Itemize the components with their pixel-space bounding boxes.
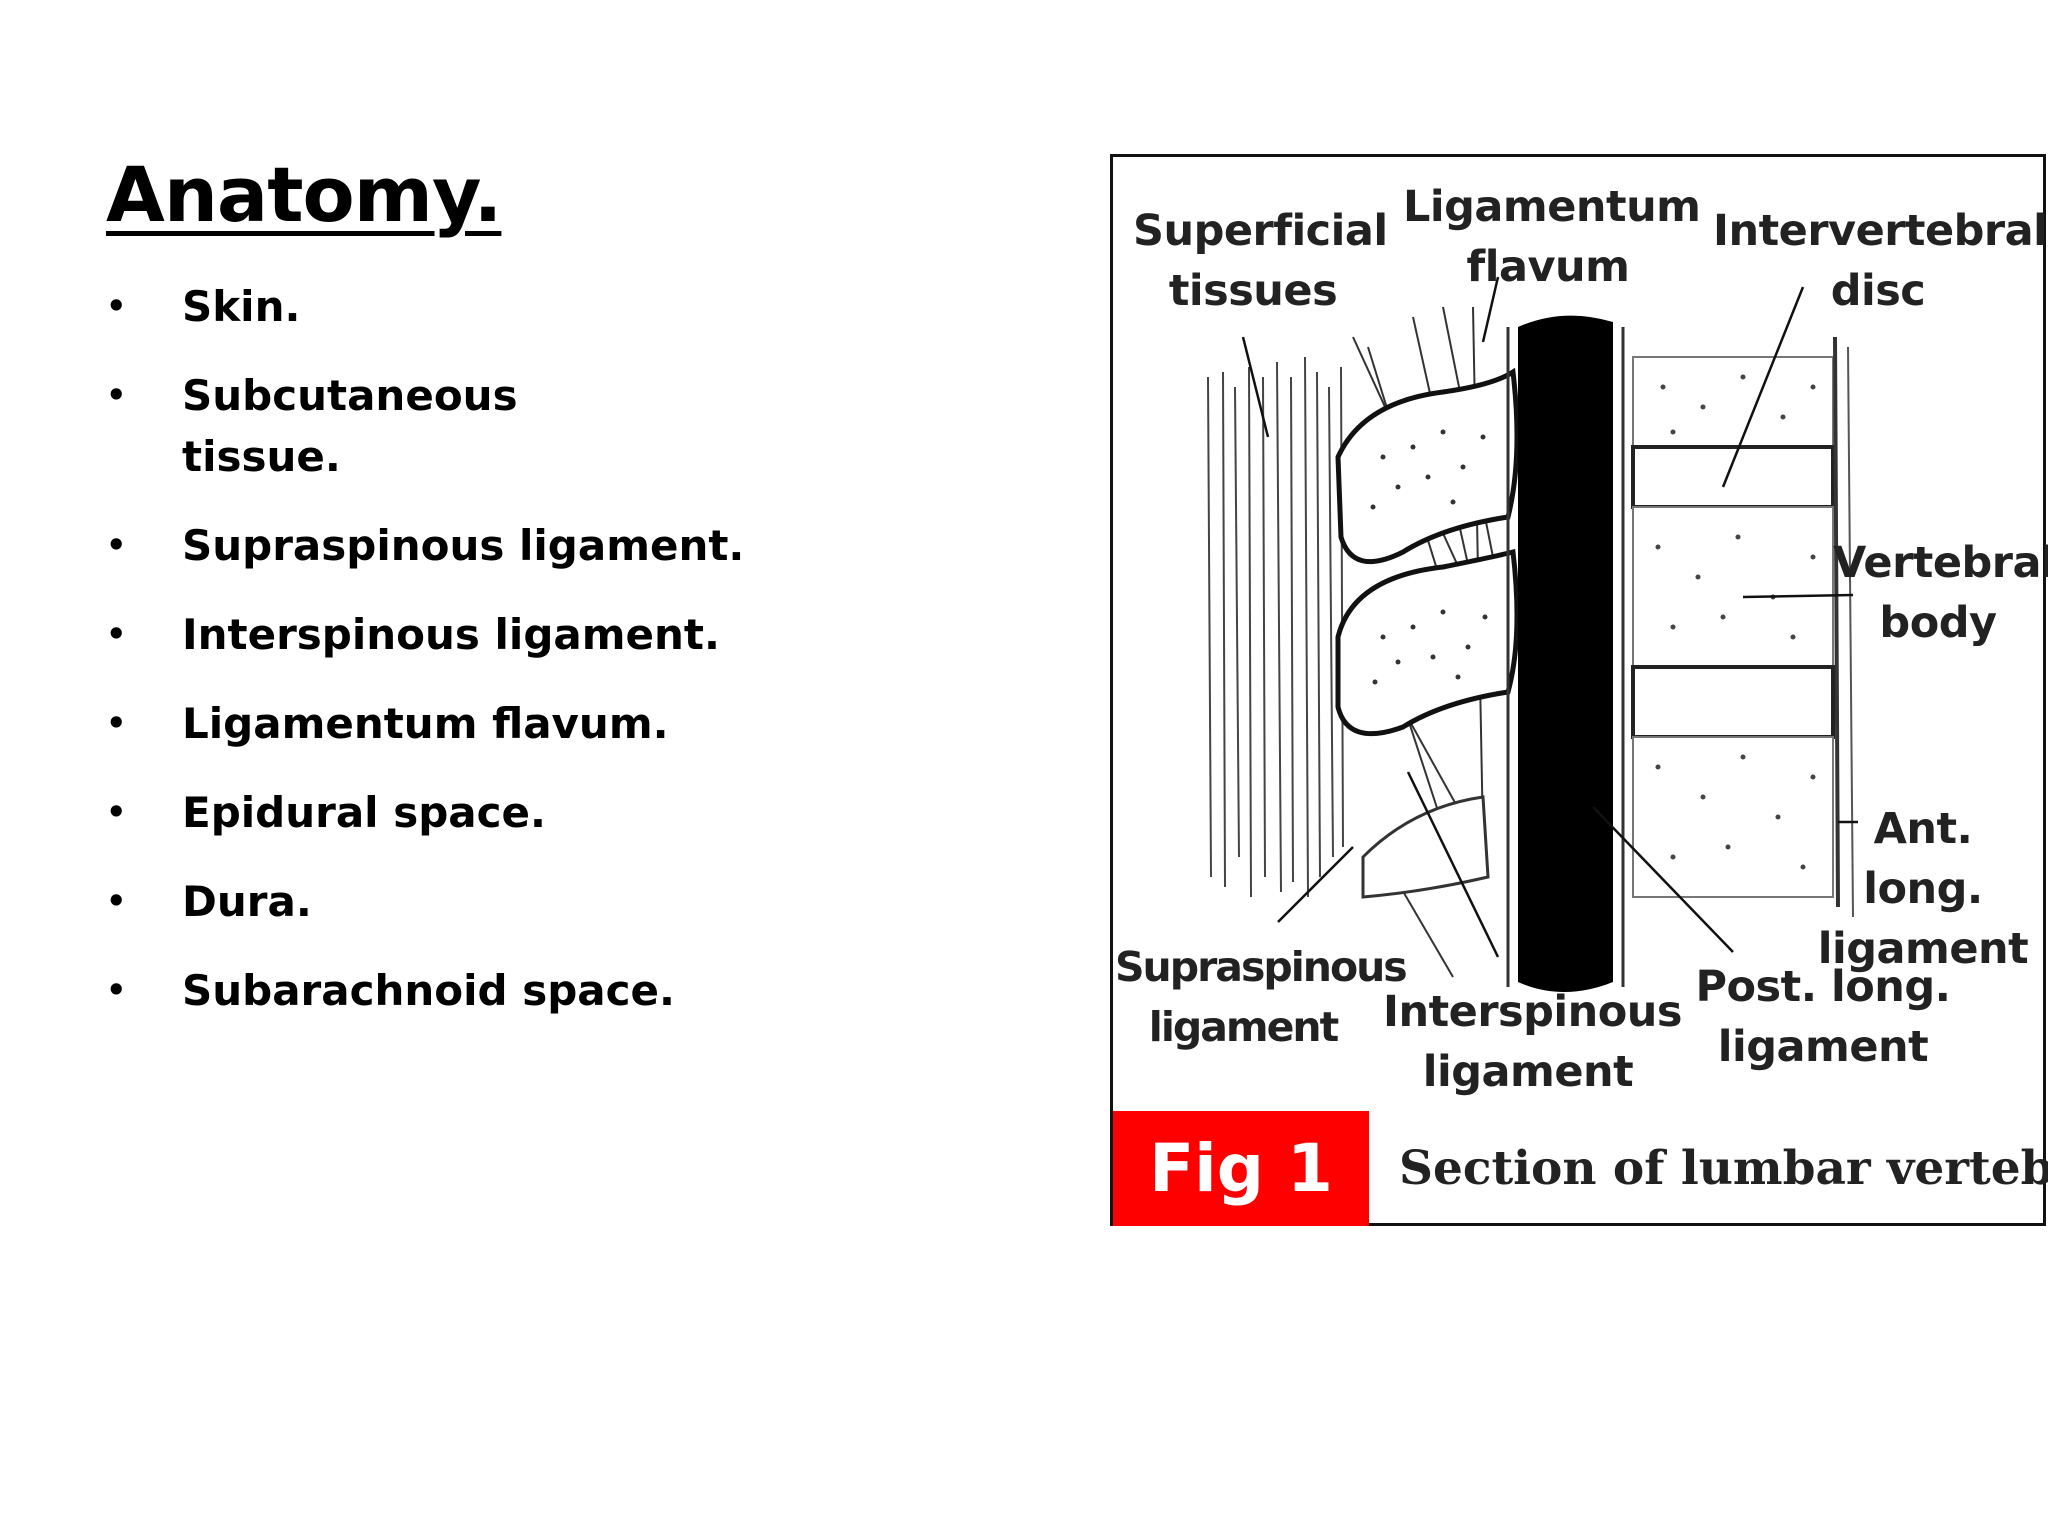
vertebral-body-middle <box>1632 506 1834 668</box>
lumbar-section-figure: Superficial tissues Ligamentum flavum In… <box>1110 154 2048 1226</box>
label-interspinous-ligament: Interspinous ligament <box>1383 987 1683 1097</box>
bullet-text: Dura. <box>182 877 312 926</box>
lamina-fragment <box>1361 795 1490 899</box>
bullet-icon: • <box>106 882 127 920</box>
bullet-icon: • <box>106 793 127 831</box>
spinal-canal <box>1518 315 1613 992</box>
label-supraspinous-ligament: Supraspinous ligament <box>1115 943 1408 1051</box>
slide-title: Anatomy. <box>106 150 502 239</box>
body-stipple <box>1655 374 1816 870</box>
spinous-process-upper <box>1335 367 1520 565</box>
bullet-icon: • <box>106 376 127 414</box>
list-item: • Ligamentum flavum. <box>106 693 1006 754</box>
list-item: • Supraspinous ligament. <box>106 515 1006 576</box>
bullet-text: Supraspinous ligament. <box>182 521 745 570</box>
spine-illustration <box>1207 276 1858 992</box>
bullet-text: Epidural space. <box>182 788 546 837</box>
list-item: • Interspinous ligament. <box>106 604 1006 665</box>
bullet-text: Subarachnoid space. <box>182 966 675 1015</box>
bullet-icon: • <box>106 526 127 564</box>
figure-caption: Section of lumbar vertebrae <box>1399 1141 2048 1196</box>
bullet-list: • Skin. • Subcutaneous tissue. • Supraspino… <box>106 276 1006 1049</box>
label-ant-long-ligament: Ant. long. ligament <box>1817 804 2029 974</box>
figure-badge: Fig 1 <box>1113 1111 1369 1226</box>
superficial-tissue-lines <box>1207 356 1344 898</box>
bullet-icon: • <box>106 615 127 653</box>
intervertebral-disc-lower <box>1631 665 1835 739</box>
bullet-icon: • <box>106 704 127 742</box>
bullet-text: Interspinous ligament. <box>182 610 720 659</box>
vertebral-body-lower <box>1632 736 1834 898</box>
label-post-long-ligament: Post. long. ligament <box>1695 962 1951 1072</box>
list-item: • Subcutaneous tissue. <box>106 365 1006 487</box>
label-superficial-tissues: Superficial tissues <box>1133 206 1388 316</box>
bullet-text: Ligamentum flavum. <box>182 699 669 748</box>
intervertebral-disc-upper <box>1631 445 1835 509</box>
bullet-icon: • <box>106 287 127 325</box>
bullet-text: Subcutaneous tissue. <box>182 371 518 481</box>
list-item: • Subarachnoid space. <box>106 960 1006 1021</box>
list-item: • Epidural space. <box>106 782 1006 843</box>
list-item: • Dura. <box>106 871 1006 932</box>
anterior-longitudinal-ligament <box>1833 336 1840 908</box>
bullet-icon: • <box>106 971 127 1009</box>
label-intervertebral-disc: Intervertebral disc <box>1713 206 2048 316</box>
bone-stipple <box>1370 429 1488 685</box>
list-item: • Skin. <box>106 276 1006 337</box>
spinous-process-lower <box>1335 548 1520 737</box>
label-vertebral-body: Vertebral body <box>1833 538 2048 648</box>
bullet-text: Skin. <box>182 282 301 331</box>
leader-lines <box>1241 276 1858 958</box>
label-ligamentum-flavum: Ligamentum flavum <box>1403 182 1701 292</box>
